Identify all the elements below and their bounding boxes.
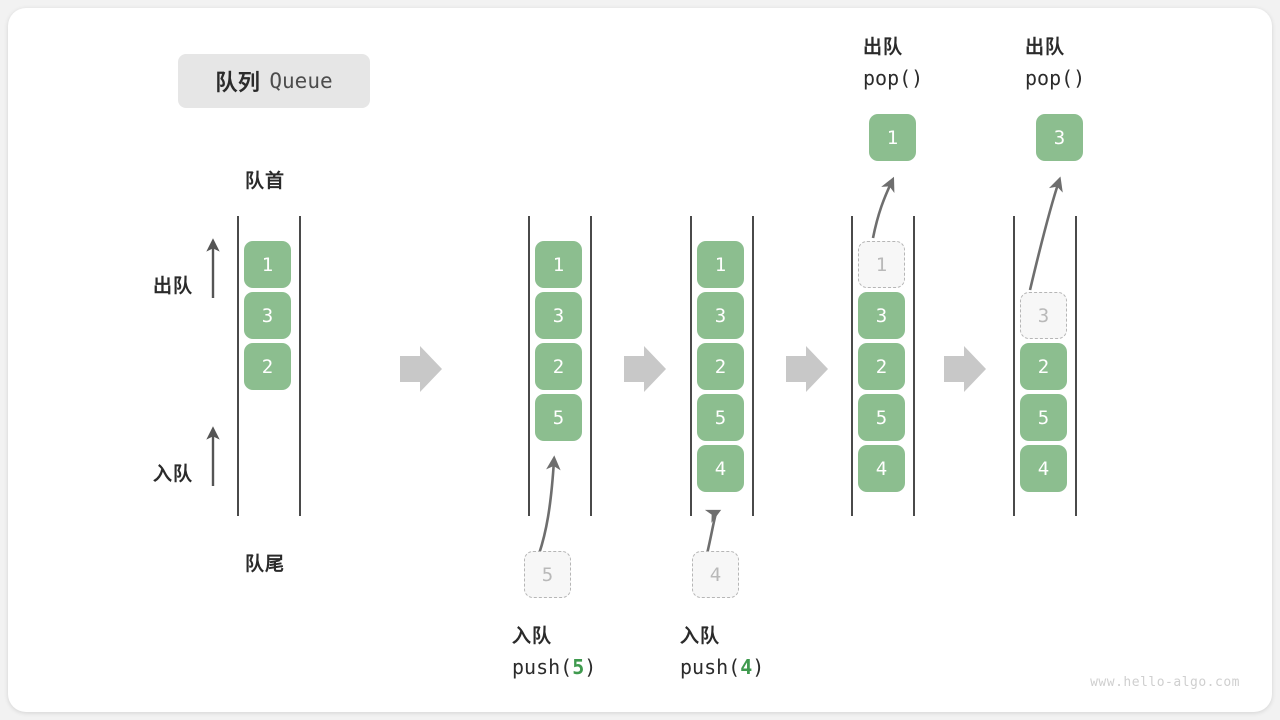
queue-cell: 3 (697, 292, 744, 339)
queue-cell: 1 (535, 241, 582, 288)
op-label-code: push(4) (680, 652, 764, 684)
op-fn: pop( (863, 66, 912, 90)
dequeue-label: 出队 (153, 276, 194, 297)
queue-cell: 3 (244, 292, 291, 339)
op-label-code: pop() (1025, 63, 1085, 95)
queue-cell: 5 (858, 394, 905, 441)
op-label-cn: 入队 (680, 626, 721, 647)
op-close: ) (752, 655, 765, 679)
op-label-pop-3: 出队 pop() (1025, 32, 1085, 95)
op-close: ) (584, 655, 597, 679)
queue-cell: 5 (697, 394, 744, 441)
pop-1-motion-arrow (871, 176, 895, 239)
op-label-pop-1: 出队 pop() (863, 32, 923, 95)
queue-cell-ghost: 1 (858, 241, 905, 288)
queue-cell: 4 (858, 445, 905, 492)
rail-left (851, 216, 853, 516)
queue-cell: 5 (535, 394, 582, 441)
queue-cell-ghost: 3 (1020, 292, 1067, 339)
title-en: Queue (269, 69, 333, 93)
rear-label: 队尾 (245, 554, 286, 575)
popped-cell: 1 (869, 114, 916, 161)
op-fn: pop( (1025, 66, 1074, 90)
step-connector-arrow-3 (786, 346, 828, 392)
enqueue-label: 入队 (153, 464, 194, 485)
step-connector-arrow-1 (400, 346, 442, 392)
op-label-code: push(5) (512, 652, 596, 684)
op-label-push-5: 入队 push(5) (512, 621, 596, 684)
queue-cell: 1 (244, 241, 291, 288)
queue-cell: 2 (697, 343, 744, 390)
rail-left (690, 216, 692, 516)
rail-right (752, 216, 754, 516)
rail-left (1013, 216, 1015, 516)
op-fn: push( (512, 655, 573, 679)
op-close: ) (911, 66, 924, 90)
push-4-motion-arrow (704, 509, 722, 555)
queue-cell: 3 (858, 292, 905, 339)
step-connector-arrow-2 (624, 346, 666, 392)
queue-cell: 5 (1020, 394, 1067, 441)
queue-cell: 2 (244, 343, 291, 390)
queue-cell: 4 (1020, 445, 1067, 492)
arrow-overlay (206, 176, 1063, 555)
queue-cell: 2 (535, 343, 582, 390)
queue-cell: 3 (535, 292, 582, 339)
op-close: ) (1073, 66, 1086, 90)
title-cn: 队列 (215, 70, 261, 95)
push-5-motion-arrow (537, 455, 561, 555)
op-label-cn: 出队 (1025, 37, 1066, 58)
queue-cell: 4 (697, 445, 744, 492)
op-label-cn: 入队 (512, 626, 553, 647)
rail-left (528, 216, 530, 516)
rail-right (913, 216, 915, 516)
pop-3-motion-arrow (1028, 176, 1063, 291)
op-fn: push( (680, 655, 741, 679)
op-arg: 4 (740, 655, 753, 679)
queue-cell: 2 (858, 343, 905, 390)
title-badge: 队列 Queue (178, 54, 370, 108)
rail-right (590, 216, 592, 516)
rail-right (299, 216, 301, 516)
watermark: www.hello-algo.com (1090, 675, 1240, 690)
op-label-push-4: 入队 push(4) (680, 621, 764, 684)
rail-right (1075, 216, 1077, 516)
queue-cell: 2 (1020, 343, 1067, 390)
incoming-ghost-cell: 5 (524, 551, 571, 598)
rail-left (237, 216, 239, 516)
op-arg: 5 (572, 655, 585, 679)
popped-cell: 3 (1036, 114, 1083, 161)
front-label: 队首 (245, 171, 286, 192)
incoming-ghost-cell: 4 (692, 551, 739, 598)
op-label-code: pop() (863, 63, 923, 95)
step-connector-arrow-4 (944, 346, 986, 392)
op-label-cn: 出队 (863, 37, 904, 58)
queue-cell: 1 (697, 241, 744, 288)
diagram-card: 队列 Queue 队首 队尾 出队 入队 1 3 2 1 3 2 5 (8, 8, 1272, 712)
